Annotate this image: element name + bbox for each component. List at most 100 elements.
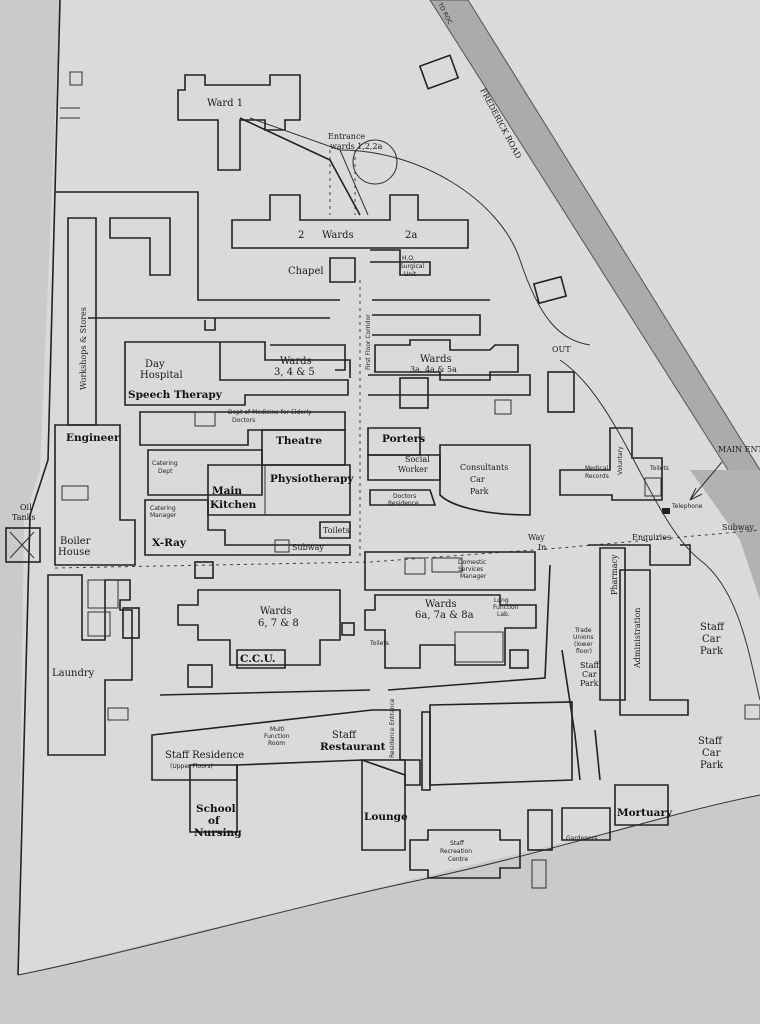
- label-staff-restaurant-2: Restaurant: [320, 741, 386, 753]
- label-catering-manager: Catering: [150, 505, 176, 512]
- label-residence-entrance: Residence Entrance: [389, 698, 396, 758]
- label-staff-residence-upper: (Upper Floors): [170, 763, 213, 770]
- label-wards-678-nums: 6, 7 & 8: [258, 618, 299, 629]
- label-multi-room: Room: [268, 740, 285, 747]
- building-ccu: [236, 649, 286, 669]
- label-main: Main: [212, 485, 242, 497]
- label-physiotherapy: Physiotherapy: [270, 473, 354, 485]
- label-staff-car-park-b: Staff: [580, 661, 600, 670]
- label-staff-car-park-park: Park: [700, 646, 724, 657]
- label-day: Day: [145, 359, 165, 370]
- block-678-north: [194, 561, 214, 579]
- label-main-entrance: MAIN ENTRA: [718, 445, 760, 454]
- label-mortuary: Mortuary: [617, 807, 673, 819]
- corridor-north: [55, 191, 340, 301]
- label-entrance-wards: wards 1,2,2a: [330, 142, 383, 151]
- label-ward-1: Ward 1: [207, 98, 243, 109]
- label-lung: Lung: [494, 597, 509, 604]
- label-wards-2a-num: 2a: [405, 230, 417, 241]
- label-ccu: C.C.U.: [240, 653, 276, 665]
- label-toilets-tiny: Toilets: [369, 640, 389, 647]
- building-gardeners: [561, 807, 611, 841]
- stair-678: [341, 622, 355, 636]
- label-in: In: [538, 543, 546, 552]
- label-porters: Porters: [382, 433, 425, 445]
- label-multi: Multi: [270, 726, 285, 733]
- label-staff-car-park-c-car: Car: [702, 748, 721, 759]
- building-pharmacy-top: [588, 544, 691, 566]
- label-workshops: Workshops & Stores: [79, 307, 88, 390]
- road-east-curve: [559, 359, 760, 701]
- label-main-kitchen: Kitchen: [210, 499, 257, 511]
- label-domestic-manager: Manager: [460, 573, 487, 580]
- label-ho-surgical: Surgical: [400, 263, 424, 270]
- label-enquiries: Enquiries: [632, 533, 671, 542]
- label-doctors-res: Doctors: [393, 493, 416, 500]
- label-consultants: Consultants: [460, 463, 508, 472]
- label-wards-3a-nums: 3a, 4a & 5a: [410, 365, 457, 374]
- label-day-hospital: Hospital: [140, 370, 183, 381]
- road-south-1: [159, 564, 551, 696]
- building-wards-345: [270, 344, 346, 371]
- label-staff-car-park-car: Car: [702, 634, 721, 645]
- label-lounge: Lounge: [364, 811, 408, 823]
- label-staff-recreation-2: Recreation: [440, 848, 472, 855]
- road-east-1: [561, 649, 601, 781]
- label-domestic: Domestic: [458, 559, 486, 566]
- block-small-2: [494, 399, 512, 415]
- entrance-walkway: [239, 117, 361, 216]
- building-day-hospital: [124, 341, 349, 406]
- building-mortuary: [614, 784, 669, 826]
- building-physio-kitchen: [207, 464, 351, 516]
- label-staff-car-park-b-car: Car: [582, 670, 597, 679]
- label-social-worker: Worker: [398, 465, 428, 474]
- label-trade-unions: Unions: [573, 634, 593, 641]
- block-3a-south: [399, 377, 429, 409]
- small-block-road: [532, 275, 568, 305]
- building-stores-l: [109, 217, 171, 276]
- room-laundry-2: [87, 611, 111, 637]
- room-laundry-4: [107, 707, 129, 721]
- block-6a-south: [509, 649, 529, 669]
- oil-tanks-enclosure: [5, 527, 41, 563]
- label-wards-2: Wards: [322, 230, 354, 241]
- label-way: Way: [528, 533, 545, 542]
- building-catering: [147, 449, 263, 496]
- building-chapel: [329, 257, 356, 283]
- access-road-curve: [339, 149, 591, 346]
- building-medical-records: [559, 427, 663, 501]
- label-engineer: Engineer: [66, 432, 120, 444]
- label-catering-manager-2: Manager: [150, 512, 177, 519]
- telephone-box: [662, 508, 670, 514]
- label-school-nursing: Nursing: [194, 827, 242, 839]
- building-dept-medicine: [139, 411, 346, 446]
- label-gardeners: Gardeners: [566, 835, 597, 842]
- label-wards-2-num: 2: [298, 230, 304, 241]
- building-toilets: [319, 521, 351, 539]
- room-small-1: [194, 411, 216, 427]
- area-consultants-car-park: [439, 444, 531, 516]
- label-subway: Subway: [292, 543, 324, 552]
- building-administration: [619, 569, 689, 716]
- building-laundry: [47, 574, 133, 756]
- label-subway-right: Subway: [722, 523, 754, 532]
- label-staff-residence: Staff Residence: [165, 750, 244, 761]
- label-dept-medicine: Dept of Medicine for Elderly: [228, 409, 312, 416]
- label-wards-3a: Wards: [420, 354, 452, 365]
- building-wards-345-connector: [220, 341, 351, 378]
- boundary-marks: [60, 107, 80, 119]
- subway-stair: [274, 539, 290, 553]
- label-domestic-services: Services: [458, 566, 483, 573]
- label-toilets-small: Toilets: [649, 465, 669, 472]
- label-staff-car-park: Staff: [700, 622, 725, 633]
- label-oil: Oil: [20, 503, 32, 512]
- label-pharmacy: Pharmacy: [610, 554, 619, 595]
- label-school-of: of: [208, 815, 221, 827]
- label-multi-function: Function: [264, 733, 290, 740]
- label-social: Social: [405, 455, 430, 464]
- label-wards-6a-nums: 6a, 7a & 8a: [415, 610, 474, 621]
- label-school: School: [196, 803, 236, 815]
- building-domestic-services: [364, 551, 536, 591]
- label-ho: H.O.: [402, 255, 415, 262]
